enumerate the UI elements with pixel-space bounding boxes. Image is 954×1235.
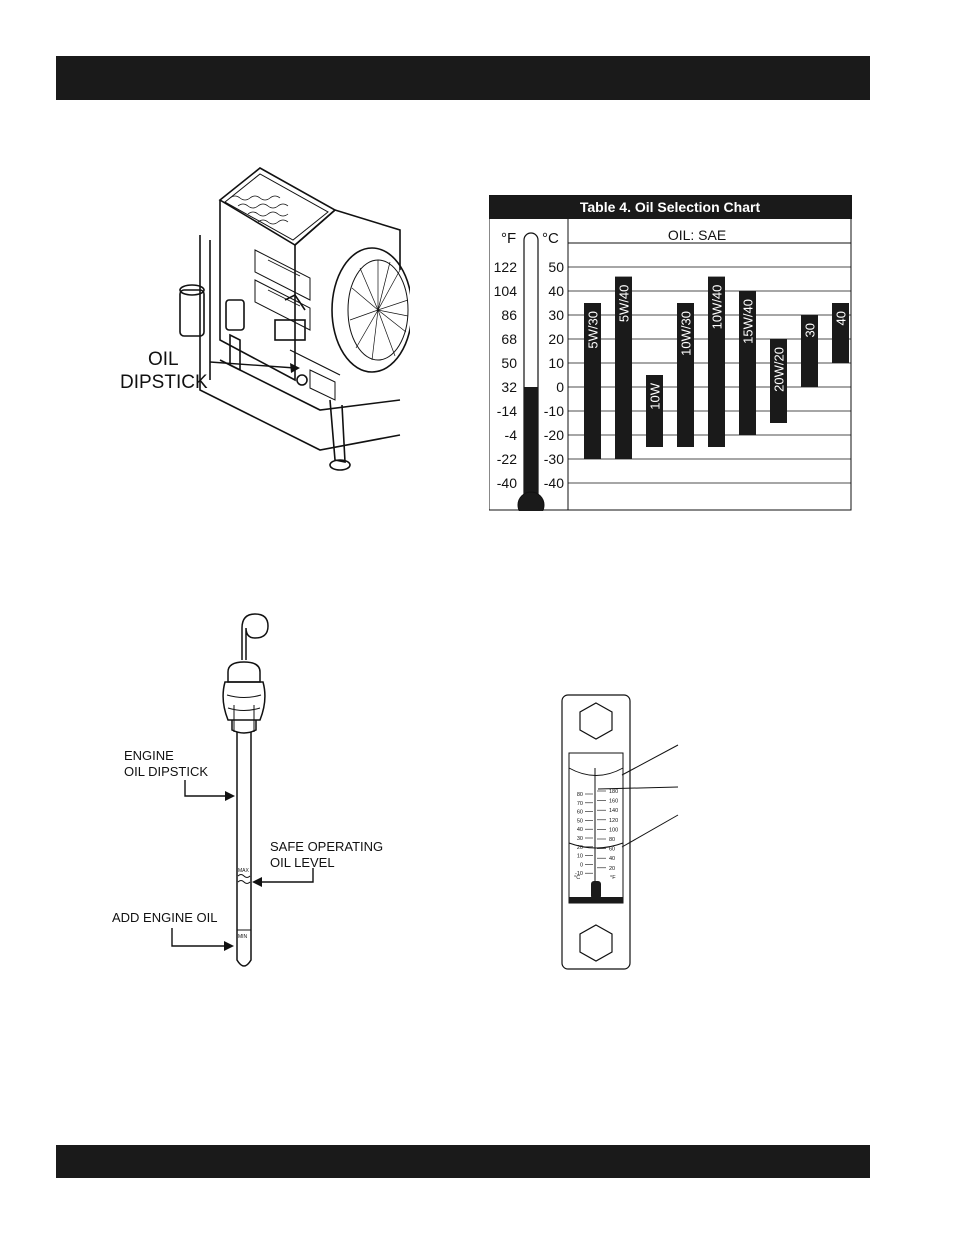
bottom-bolt-icon [579,924,613,962]
gauge-celsius-tick: 40 [577,827,583,833]
fahrenheit-tick-label: 68 [501,331,517,347]
celsius-tick-label: 0 [556,379,564,395]
gauge-fahrenheit-tick: 140 [609,808,618,814]
oil-dipstick-callout: OIL DIPSTICK [120,349,208,393]
min-mark: MIN [238,934,248,940]
oil-range-label: 40 [834,311,849,325]
celsius-header: °C [542,230,559,247]
oil-range-label: 20W/20 [772,347,787,392]
oil-range-bar [739,291,756,435]
oil-range-bar [615,276,632,459]
oil-range-bar [677,303,694,447]
fahrenheit-tick-label: -4 [505,427,518,443]
thermometer-fill [524,387,538,505]
gauge-fahrenheit-tick: 20 [609,866,615,872]
fahrenheit-tick-label: -22 [497,451,517,467]
chart-title-bar [489,195,852,219]
celsius-tick-label: 30 [548,307,564,323]
fahrenheit-tick-label: 104 [494,283,518,299]
celsius-tick-label: -40 [544,475,564,491]
celsius-tick-label: 40 [548,283,564,299]
safe-operating-level-label: SAFE OPERATING OIL LEVEL [270,839,387,870]
gauge-celsius-tick: 0 [580,862,583,868]
oil-range-label: 15W/40 [741,299,756,344]
celsius-tick-label: 20 [548,331,564,347]
celsius-tick-label: -20 [544,427,564,443]
fahrenheit-tick-label: 50 [501,355,517,371]
oil-sae-header: OIL: SAE [668,227,726,243]
gauge-fahrenheit-unit: °F [610,875,616,881]
fahrenheit-header: °F [501,230,516,247]
gauge-fahrenheit-tick: 60 [609,847,615,853]
gauge-celsius-unit: °C [574,875,580,881]
oil-range-label: 5W/30 [586,311,601,349]
gauge-fahrenheit-tick: 180 [609,789,618,795]
gauge-celsius-tick: 70 [577,801,583,807]
oil-range-bar [770,339,787,423]
dipstick-illustration: MAX MIN ENGINE OIL DIPSTICK SAFE OPERATI… [112,613,387,967]
celsius-tick-label: 50 [548,259,564,275]
celsius-tick-label: -30 [544,451,564,467]
add-engine-oil-label: ADD ENGINE OIL [112,910,217,925]
oil-range-label: 10W/30 [679,311,694,356]
fahrenheit-tick-label: -14 [497,403,517,419]
gauge-fahrenheit-tick: 100 [609,827,618,833]
oil-range-label: 5W/40 [617,285,632,323]
gauge-fahrenheit-tick: 80 [609,837,615,843]
oil-range-label: 30 [803,323,818,337]
gauge-celsius-tick: 20 [577,845,583,851]
oil-range-bar [708,276,725,447]
celsius-tick-label: 10 [548,355,564,371]
gauge-celsius-tick: 60 [577,810,583,816]
footer-bar [56,1145,870,1178]
oil-selection-chart: Table 4. Oil Selection Chart °F °C OIL: … [489,195,852,511]
oil-range-bar [801,315,818,387]
oil-range-bar [584,303,601,459]
header-bar [56,56,870,100]
gauge-celsius-tick: 80 [577,792,583,798]
gauge-celsius-tick: -10 [575,871,583,877]
thermometer-bulb [517,491,545,511]
gauge-celsius-tick: 30 [577,836,583,842]
oil-range-label: 10W/40 [710,285,725,330]
fahrenheit-tick-label: -40 [497,475,517,491]
fahrenheit-tick-label: 32 [501,379,517,395]
oil-range-bar [646,375,663,447]
gauge-celsius-tick: 10 [577,854,583,860]
celsius-tick-label: -10 [544,403,564,419]
gauge-fahrenheit-tick: 120 [609,818,618,824]
gauge-celsius-tick: 50 [577,818,583,824]
chart-title: Table 4. Oil Selection Chart [580,199,761,215]
engine-illustration: OIL DIPSTICK [120,167,410,471]
fahrenheit-tick-label: 86 [501,307,517,323]
max-mark: MAX [238,868,250,874]
oil-range-bar [832,303,849,363]
engine-oil-dipstick-label: ENGINE OIL DIPSTICK [124,748,208,779]
gauge-fahrenheit-tick: 40 [609,856,615,862]
oil-range-label: 10W [648,382,663,409]
top-bolt-icon [579,702,613,740]
fahrenheit-tick-label: 122 [494,259,518,275]
gauge-fahrenheit-tick: 160 [609,799,618,805]
gauge-bulb [591,881,601,899]
